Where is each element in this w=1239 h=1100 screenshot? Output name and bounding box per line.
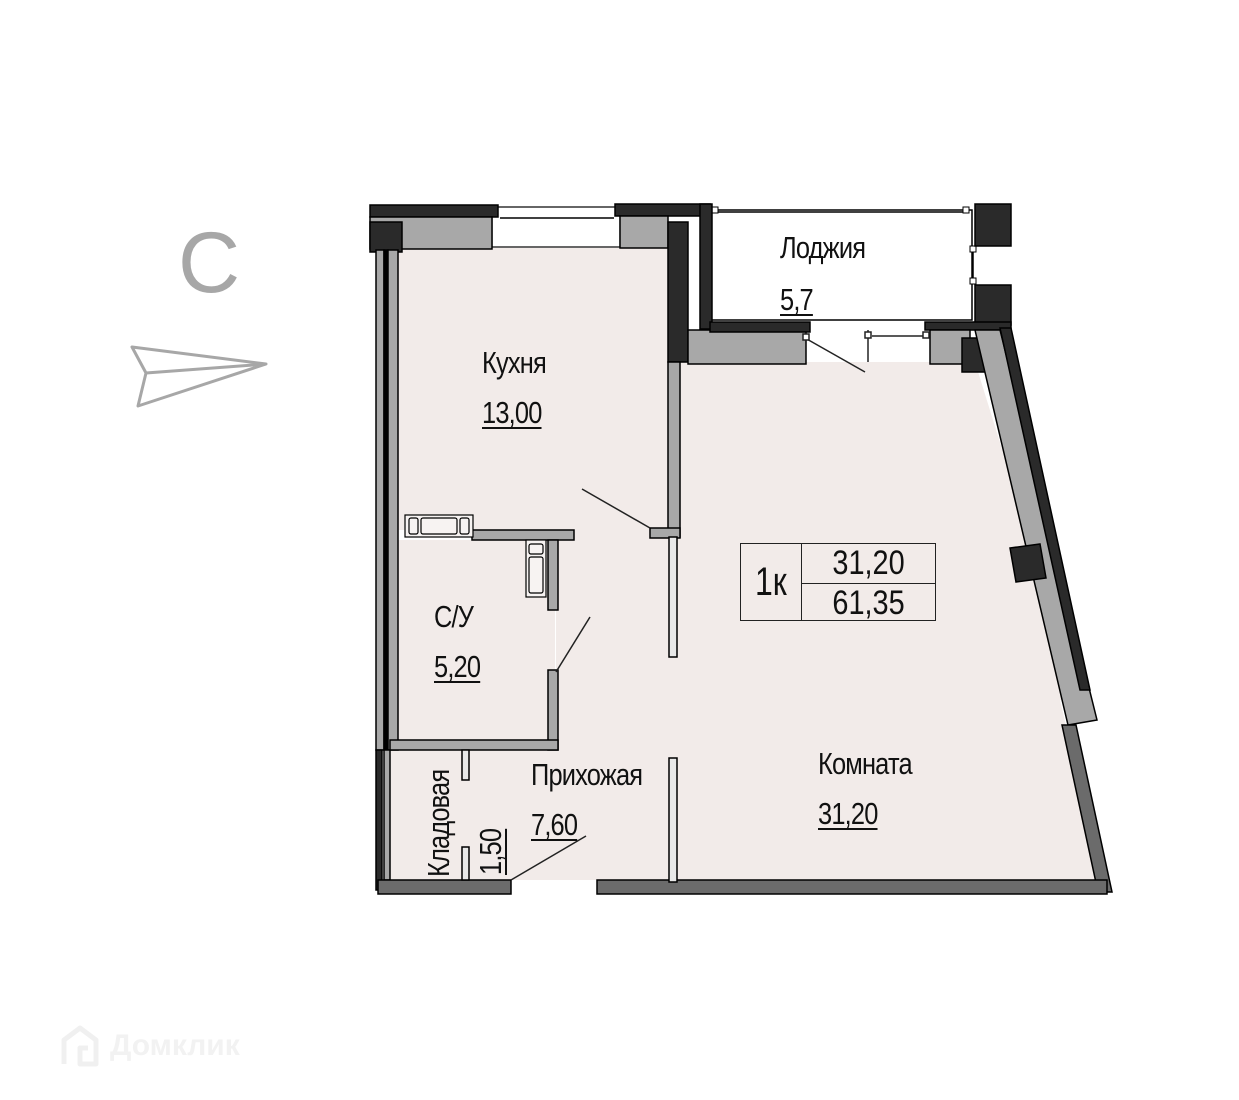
compass-north-label: С [178,215,241,311]
kitchen-label: Кухня [482,345,547,380]
bathroom-label: С/У [434,599,474,634]
room-floor [680,362,1102,880]
living-area-value: 31,20 [802,544,935,584]
north-arrow-icon [130,345,268,408]
domclick-logo-icon [61,1025,99,1067]
room-area: 31,20 [818,796,878,831]
storage-area: 1,50 [473,828,508,875]
walls [369,203,1113,895]
hall-floor [390,530,680,880]
loggia-area: 5,7 [780,282,814,317]
floor-areas [390,248,1102,880]
bathroom-area: 5,20 [434,649,481,684]
storage-label: Кладовая [421,769,456,877]
fixtures [404,514,547,598]
loggia [709,206,977,321]
watermark: Домклик [58,1024,240,1068]
room-label: Комната [818,746,913,781]
apartment-type: 1к [741,544,802,620]
loggia-label: Лоджия [780,230,866,265]
kitchen-window [491,206,621,248]
hallway-label: Прихожая [531,757,643,792]
kitchen-floor [398,248,668,530]
hallway-area: 7,60 [531,807,578,842]
door-swings [510,330,930,881]
total-area-value: 61,35 [832,584,905,622]
apartment-summary-box: 1к 31,20 61,35 [740,543,936,622]
bathroom-floor [398,540,555,742]
kitchen-area: 13,00 [482,395,542,430]
watermark-text: Домклик [110,1029,240,1062]
